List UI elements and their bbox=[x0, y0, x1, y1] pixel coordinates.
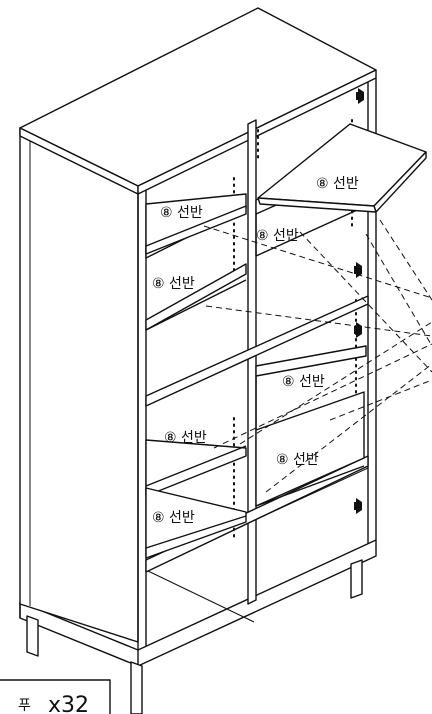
shelf-label: ⑧ 선반 bbox=[316, 176, 359, 192]
pin-guide-lines bbox=[203, 219, 432, 493]
cabinet-body bbox=[19, 7, 377, 650]
shelf-left-5 bbox=[145, 487, 247, 559]
shelf-labels: ⑧ 선반 ⑧ 선반 ⑧ 선반 ⑧ 선반 ⑧ 선반 ⑧ 선반 ⑧ 선반 ⑧ 선반 bbox=[152, 176, 359, 526]
center-divider bbox=[247, 119, 257, 605]
hinge-icon bbox=[354, 498, 362, 514]
leg-front-right bbox=[130, 661, 143, 714]
part-label-partial: 푸 bbox=[18, 698, 31, 714]
shelf-label: ⑧ 선반 bbox=[152, 276, 195, 292]
shelf-label: ⑧ 선반 bbox=[282, 374, 325, 390]
shelf-right-3 bbox=[255, 391, 365, 507]
shelf-left-3 bbox=[145, 295, 369, 407]
shelf-label: ⑧ 선반 bbox=[256, 228, 299, 244]
quantity-count: x32 bbox=[48, 693, 89, 714]
shelf-left-1 bbox=[145, 193, 247, 259]
shelf-label: ⑧ 선반 bbox=[276, 452, 319, 468]
hinge-icon bbox=[354, 322, 362, 338]
hinge-icon bbox=[354, 262, 362, 278]
leg-front-left bbox=[26, 615, 39, 657]
shelf-left-4 bbox=[145, 439, 247, 497]
quantity-box: 푸 x32 bbox=[0, 679, 111, 714]
shelf-right-2 bbox=[255, 345, 367, 430]
leg-back-right bbox=[350, 559, 363, 599]
hinge-marks bbox=[354, 88, 364, 514]
shelf-inserting bbox=[257, 123, 427, 213]
hinge-icon bbox=[356, 88, 364, 104]
shelf-label: ⑧ 선반 bbox=[160, 205, 203, 221]
shelf-label: ⑧ 선반 bbox=[152, 510, 195, 526]
cabinet-base bbox=[19, 539, 377, 714]
shelf-left-2 bbox=[145, 263, 247, 331]
shelf-label: ⑧ 선반 bbox=[164, 430, 207, 446]
